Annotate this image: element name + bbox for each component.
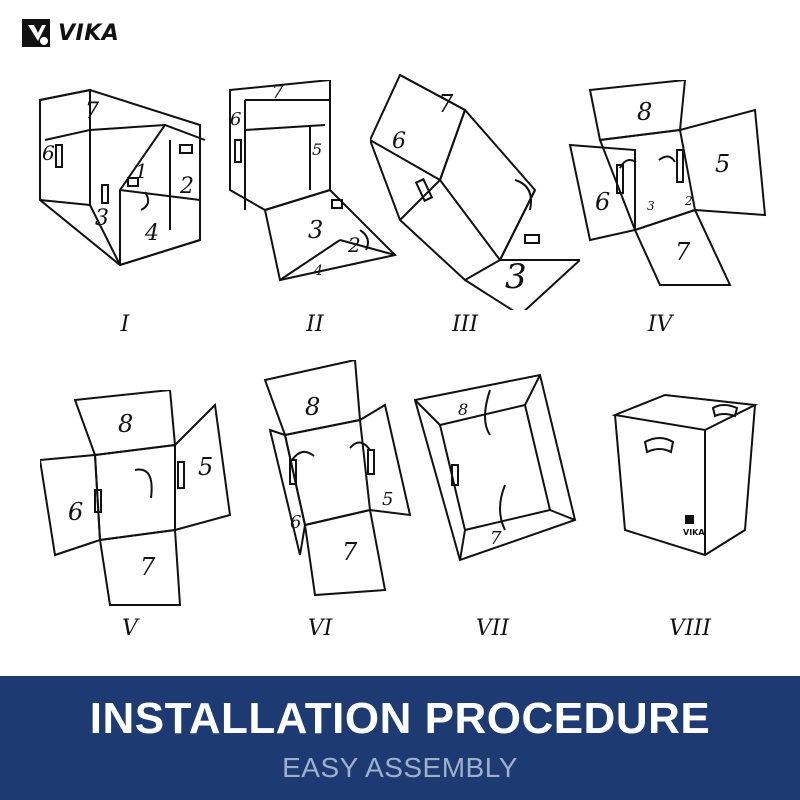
- panel-label: 3: [647, 199, 655, 213]
- footer-banner: INSTALLATION PROCEDURE EASY ASSEMBLY: [0, 676, 800, 800]
- step-label: V: [122, 616, 138, 641]
- panel-label: 7: [272, 82, 284, 103]
- step-label: I: [120, 312, 130, 337]
- panel-label: 5: [312, 140, 322, 159]
- step-7-diagram: 8 7: [413, 373, 577, 562]
- step-7: 8 7 VII: [410, 370, 600, 670]
- step-4-diagram: 8 6 5 7 3 2: [568, 80, 767, 286]
- step-4: 8 6 5 7 3 2 IV: [565, 80, 767, 380]
- panel-label: 4: [313, 263, 323, 279]
- banner-title: INSTALLATION PROCEDURE: [89, 694, 711, 743]
- panel-label: 3: [505, 257, 527, 297]
- step-5: 8 6 5 7 V: [40, 390, 232, 690]
- panel-label: 8: [305, 393, 320, 421]
- step-1-diagram: 7 6 3 4 1 2: [39, 88, 206, 267]
- brand-logo: VIKA: [20, 16, 119, 50]
- panel-label: 6: [68, 498, 83, 526]
- panel-label: 7: [438, 90, 454, 118]
- step-label: VI: [307, 616, 333, 641]
- panel-label: 7: [490, 528, 502, 549]
- panel-label: 6: [290, 512, 301, 533]
- panel-label: 2: [347, 233, 361, 257]
- step-1: 7 6 3 4 1 2 I: [30, 80, 220, 380]
- panel-label: 6: [42, 141, 55, 165]
- panel-label: 2: [179, 174, 194, 199]
- step-6-diagram: 8 6 5 7: [263, 360, 412, 597]
- banner-subtitle: EASY ASSEMBLY: [282, 752, 518, 783]
- step-label: VII: [475, 616, 510, 641]
- panel-label: 6: [595, 188, 610, 216]
- panel-label: 7: [85, 99, 99, 124]
- panel-label: 5: [198, 453, 213, 481]
- panel-label: 3: [95, 206, 109, 231]
- vika-logo-icon: [685, 515, 694, 524]
- step-6: 8 6 5 7 VI: [260, 360, 450, 660]
- panel-label: 8: [118, 410, 133, 438]
- step-label: IV: [647, 312, 673, 337]
- panel-label: 6: [230, 109, 241, 130]
- step-8: VIKA VIII: [605, 390, 795, 690]
- step-3-diagram: 7 6 3: [370, 73, 580, 310]
- box-brand-label: VIKA: [683, 528, 705, 537]
- step-2: 7 6 5 3 2 4 II: [220, 80, 410, 380]
- panel-label: 7: [675, 238, 691, 266]
- step-label: III: [451, 312, 479, 337]
- panel-label: 1: [135, 159, 148, 183]
- vika-logo-icon: [22, 19, 50, 47]
- panel-label: 6: [392, 129, 406, 154]
- step-3: 7 6 3 III: [370, 70, 580, 370]
- panel-label: 8: [458, 400, 468, 419]
- step-8-diagram: VIKA: [611, 393, 759, 557]
- panel-label: 4: [144, 221, 159, 246]
- step-label: VIII: [669, 616, 711, 641]
- panel-label: 5: [382, 489, 393, 510]
- panel-label: 2: [684, 194, 693, 208]
- brand-name: VIKA: [58, 20, 120, 46]
- step-5-diagram: 8 6 5 7: [40, 390, 232, 606]
- panel-label: 8: [637, 98, 652, 126]
- panel-label: 5: [715, 150, 730, 178]
- step-label: II: [306, 312, 324, 337]
- panel-label: 7: [342, 538, 358, 566]
- panel-label: 3: [308, 216, 323, 244]
- step-2-diagram: 7 6 5 3 2 4: [229, 80, 398, 282]
- panel-label: 7: [140, 553, 156, 581]
